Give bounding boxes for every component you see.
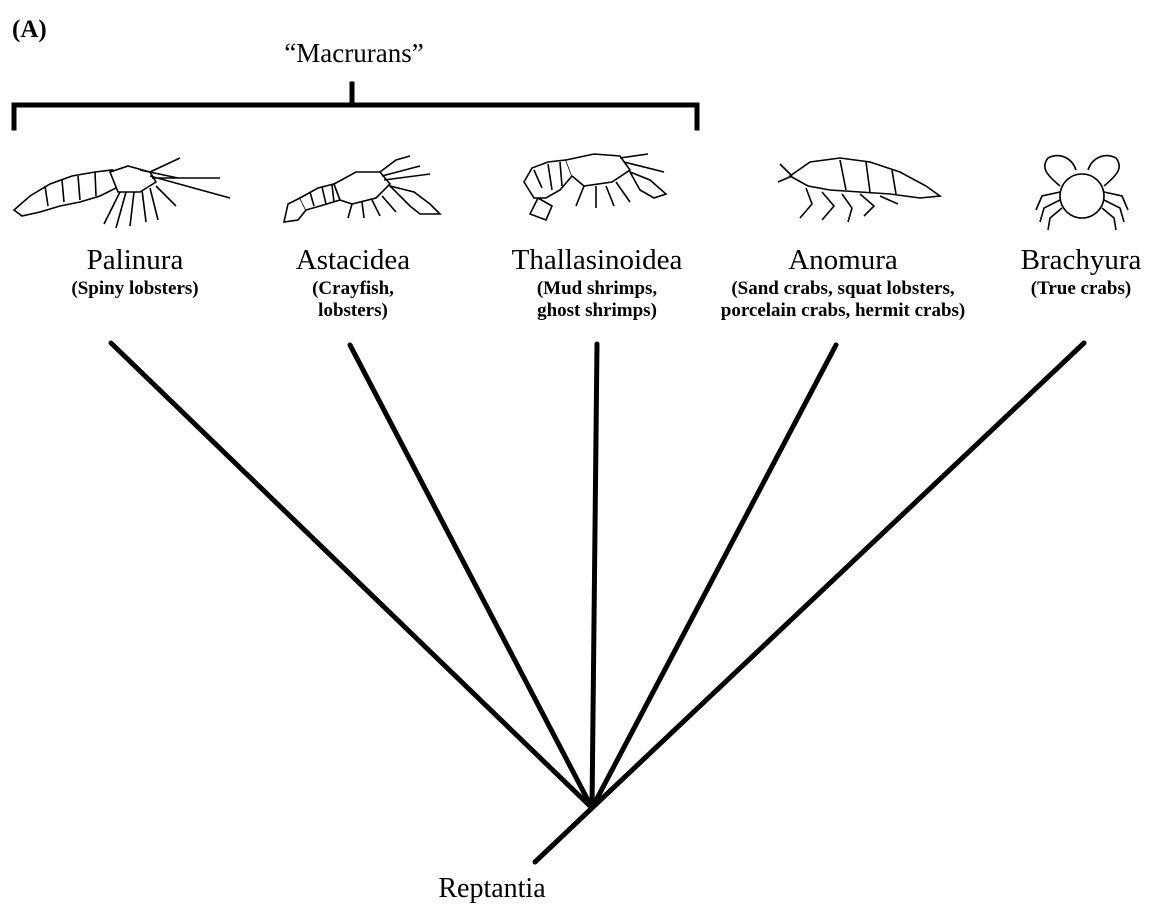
- taxon-name: Astacidea: [295, 244, 411, 276]
- branch-brachyura: [589, 340, 1087, 811]
- taxon-name: Thallasinoidea: [511, 244, 683, 276]
- taxon-astacidea: Astacidea (Crayfish, lobsters): [203, 244, 503, 322]
- macrurans-bracket: [11, 81, 700, 131]
- common-name-line: (Mud shrimps,: [536, 278, 658, 299]
- common-name-line: porcelain crabs, hermit crabs): [720, 300, 966, 321]
- common-name-line: (Spiny lobsters): [71, 278, 199, 299]
- common-name-line: lobsters): [318, 300, 388, 321]
- crayfish-icon: [282, 155, 442, 223]
- taxon-name: Palinura: [86, 244, 184, 276]
- taxon-anomura: Anomura (Sand crabs, squat lobsters, por…: [693, 244, 993, 322]
- mud-shrimp-icon: [523, 153, 668, 222]
- common-name-line: (True crabs): [1030, 278, 1132, 299]
- branch-palinura: [108, 340, 595, 811]
- common-name-line: (Sand crabs, squat lobsters,: [731, 278, 955, 299]
- branch-thallasinoidea: [589, 341, 600, 811]
- panel-label: (A): [12, 16, 47, 43]
- macrurans-label: “Macrurans”: [284, 38, 424, 68]
- taxon-name: Anomura: [788, 244, 898, 276]
- taxon-brachyura: Brachyura (True crabs): [931, 244, 1168, 300]
- taxon-name: Brachyura: [1020, 244, 1142, 276]
- branch-astacidea: [347, 342, 595, 811]
- spiny-lobster-icon: [12, 157, 231, 229]
- taxon-thallasinoidea: Thallasinoidea (Mud shrimps, ghost shrim…: [447, 244, 747, 322]
- taxon-palinura: Palinura (Spiny lobsters): [0, 244, 285, 300]
- true-crab-icon: [1035, 154, 1129, 231]
- squat-lobster-icon: [777, 157, 943, 223]
- common-name-line: ghost shrimps): [537, 300, 657, 321]
- common-name-line: (Crayfish,: [312, 278, 394, 299]
- root-label: Reptantia: [438, 873, 546, 904]
- root-stem: [532, 805, 595, 865]
- branch-anomura: [589, 342, 839, 811]
